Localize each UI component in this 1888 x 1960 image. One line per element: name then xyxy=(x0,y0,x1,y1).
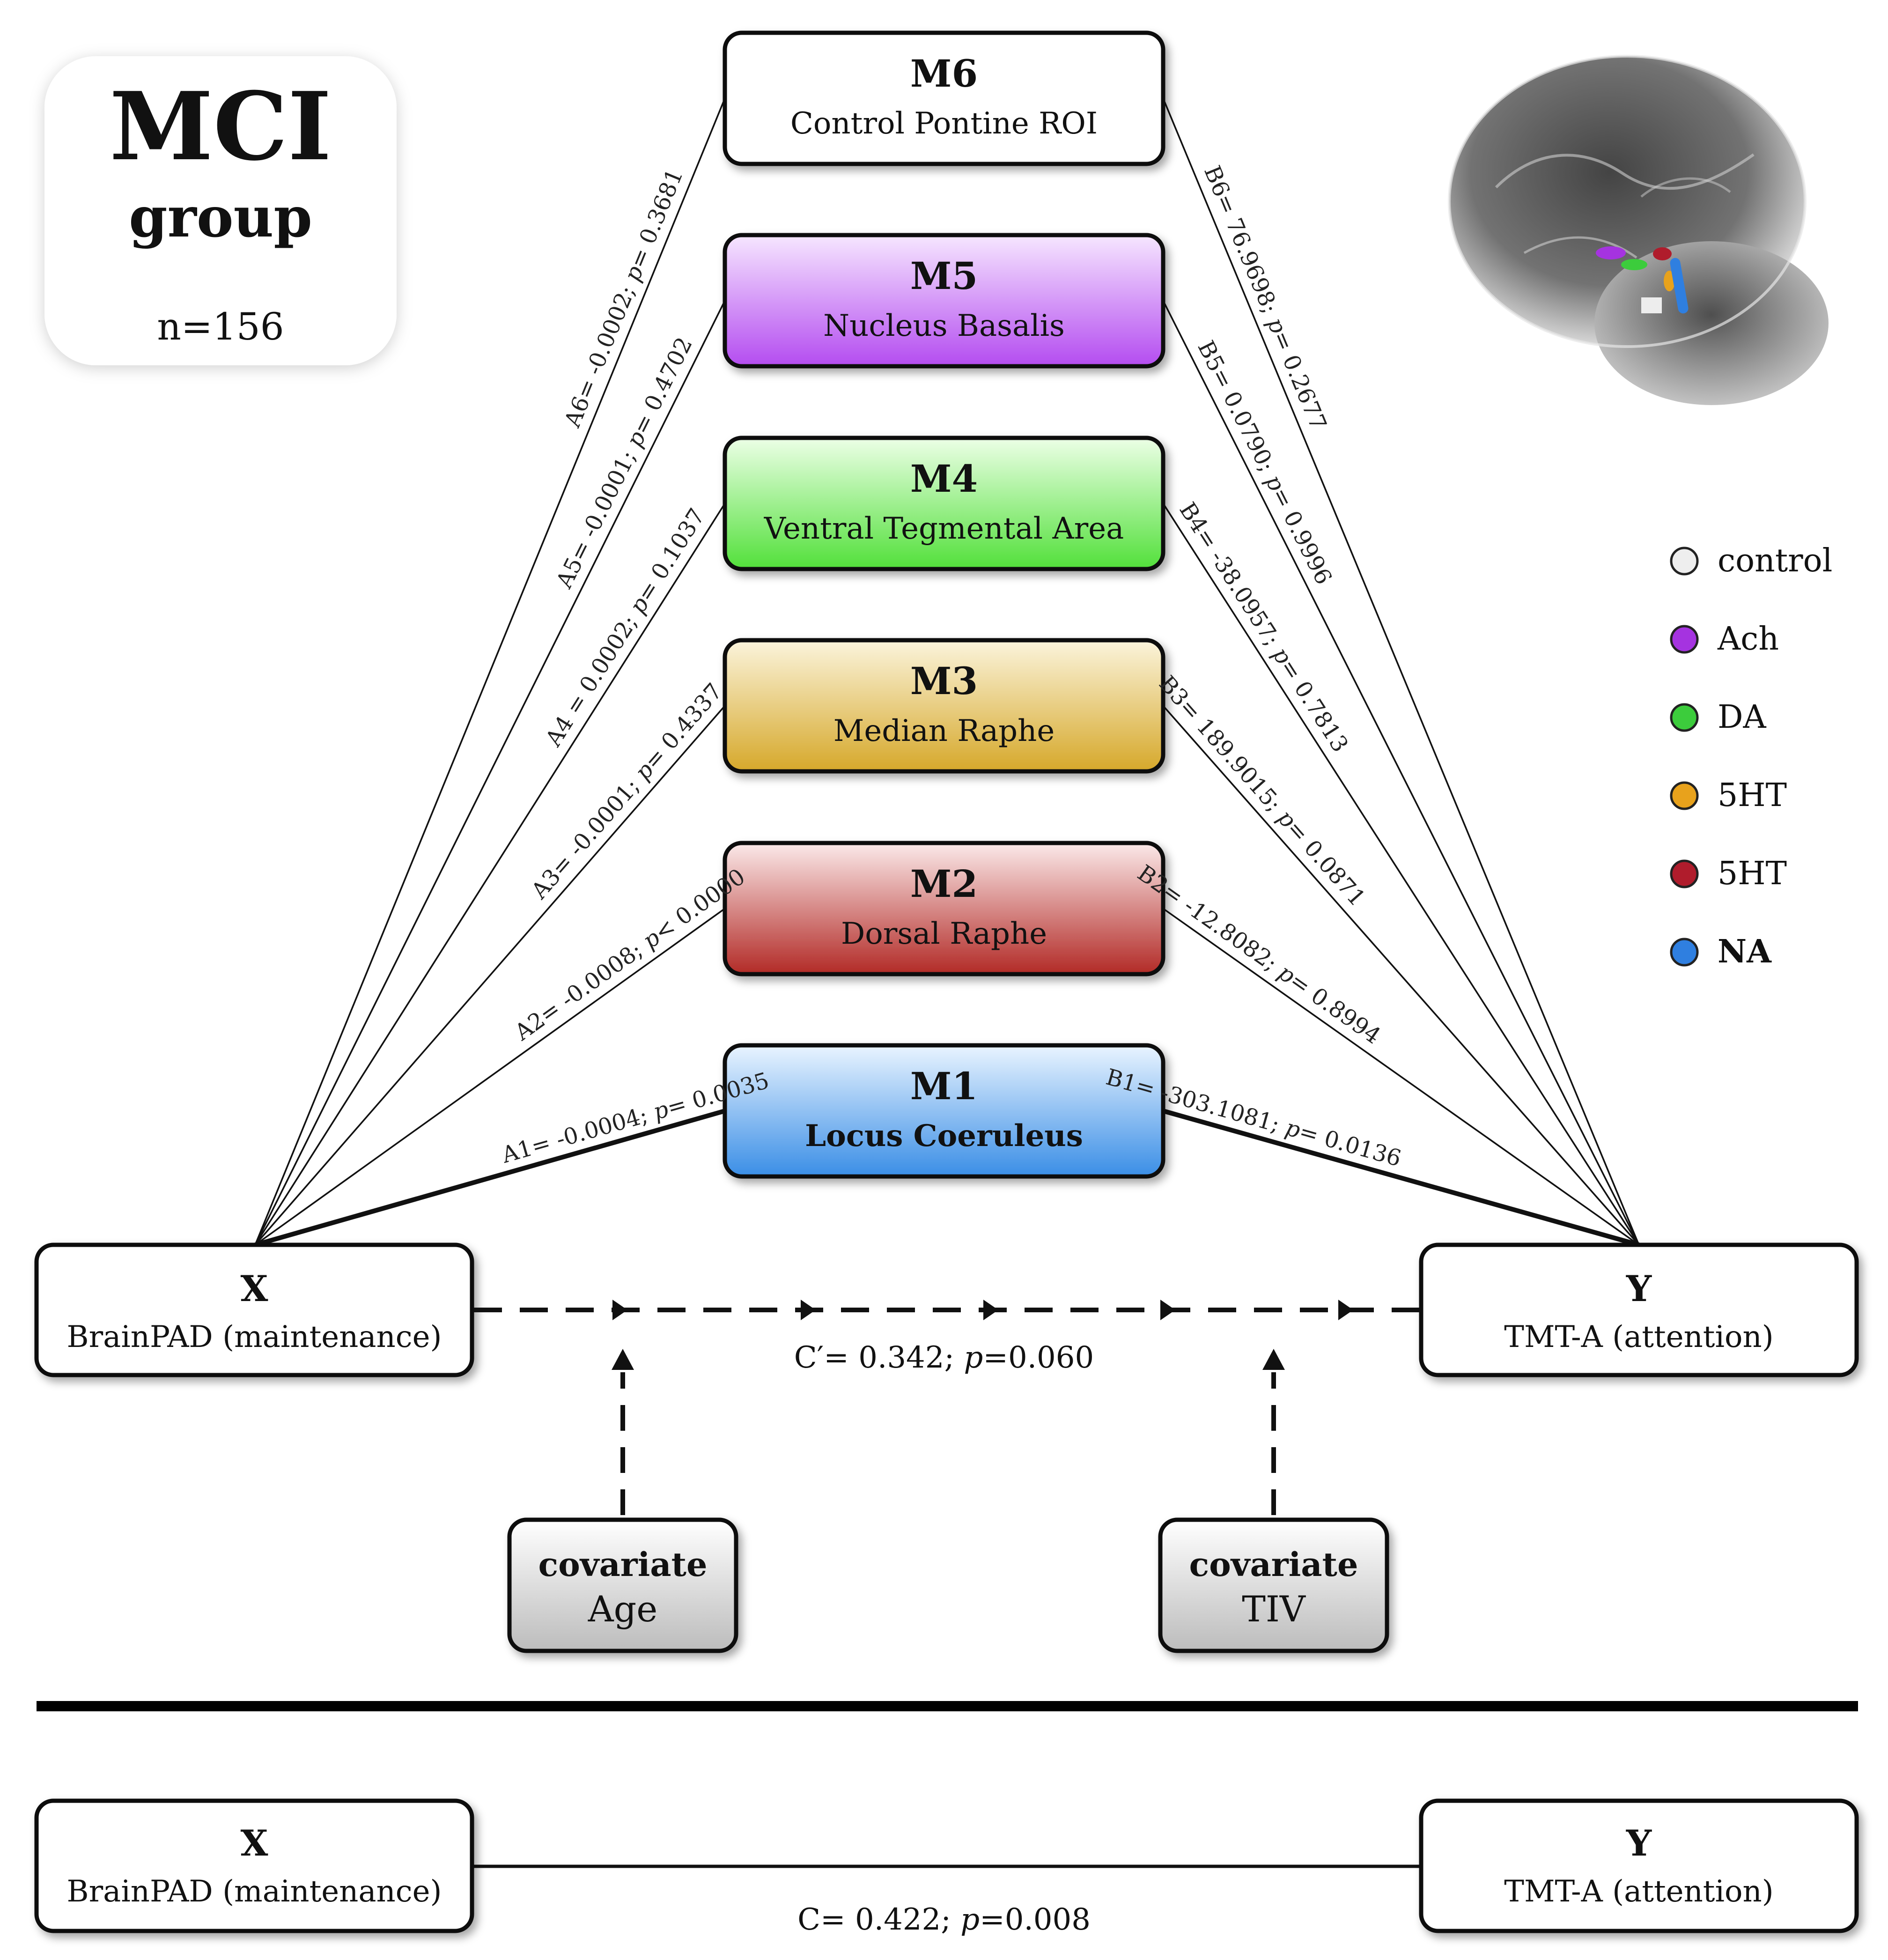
legend-item: 5HT xyxy=(1670,777,1787,814)
y-label: Y xyxy=(1626,1268,1652,1309)
mediator-id-m3: M3 xyxy=(910,659,978,703)
total-y-box xyxy=(1419,1798,1859,1933)
legend-item: 5HT xyxy=(1670,855,1787,892)
brain-control-region xyxy=(1641,297,1662,313)
total-y-name: TMT-A (attention) xyxy=(1504,1874,1773,1909)
legend-item: NA xyxy=(1670,933,1772,970)
direct-effect-label: C′= 0.342; p=0.060 xyxy=(794,1340,1094,1375)
y-node: Y TMT-A (attention) xyxy=(1419,1243,1859,1377)
legend-label: 5HT xyxy=(1718,855,1787,892)
total-x-name: BrainPAD (maintenance) xyxy=(67,1874,442,1909)
legend-swatch xyxy=(1670,547,1699,576)
mediator-id-m1: M1 xyxy=(910,1064,978,1108)
brain-da-region xyxy=(1621,259,1647,270)
group-badge: MCI group n=156 xyxy=(44,56,397,365)
mediator-id-m2: M2 xyxy=(910,862,978,906)
brain-na-region xyxy=(1670,258,1689,314)
brain-5ht-dorsal-region xyxy=(1653,247,1672,260)
group-badge-box xyxy=(44,56,397,365)
legend-label: DA xyxy=(1718,699,1767,736)
a-path-line-m4 xyxy=(254,503,726,1245)
covariate-tiv-title: covariate xyxy=(1189,1545,1358,1584)
x-label: X xyxy=(241,1268,268,1309)
brain-ach-region xyxy=(1596,246,1626,259)
mediator-box-m6 xyxy=(723,30,1165,166)
mediator-name-m3: Median Raphe xyxy=(833,714,1055,748)
legend-label: 5HT xyxy=(1718,777,1787,814)
mediator-box-m2 xyxy=(723,841,1165,976)
covariate-age-title: covariate xyxy=(538,1545,707,1584)
x-node: X BrainPAD (maintenance) xyxy=(34,1243,474,1377)
b-path-line-m3 xyxy=(1162,705,1640,1246)
mediator-id-m5: M5 xyxy=(910,254,978,298)
mediator-box-m4 xyxy=(723,436,1165,571)
mediator-name-m4: Ventral Tegmental Area xyxy=(764,511,1124,546)
legend-swatch xyxy=(1670,859,1699,888)
a-path-line-m2 xyxy=(254,908,726,1246)
total-effect-model: X BrainPAD (maintenance) Y TMT-A (attent… xyxy=(34,1798,1859,1937)
legend-swatch xyxy=(1670,625,1699,654)
legend-swatch xyxy=(1670,781,1699,810)
covariate-tiv-box: covariate TIV xyxy=(1158,1517,1389,1653)
mediator-name-m2: Dorsal Raphe xyxy=(841,917,1047,951)
group-subtitle: group xyxy=(129,185,312,250)
mediator-name-m1: Locus Coeruleus xyxy=(805,1118,1083,1154)
b-path-line-m1 xyxy=(1162,1109,1640,1247)
mediator-box-m1 xyxy=(723,1043,1165,1179)
b-path-label-m3: B3= 189.9015; p= 0.0871 xyxy=(1154,671,1371,911)
mediator-id-m4: M4 xyxy=(910,457,978,501)
total-y-label: Y xyxy=(1626,1822,1652,1864)
covariate-tiv-name: TIV xyxy=(1242,1588,1306,1630)
brain-image xyxy=(1448,55,1829,405)
legend-label: control xyxy=(1718,542,1832,579)
group-title: MCI xyxy=(110,72,332,182)
path-lines xyxy=(254,98,1640,1247)
mediator-box-m3 xyxy=(723,638,1165,774)
direct-effect-arrow xyxy=(474,1300,1420,1320)
legend-item: Ach xyxy=(1670,621,1779,658)
b-path-line-m5 xyxy=(1162,300,1640,1245)
total-x-box xyxy=(34,1798,474,1933)
covariate-age-box: covariate Age xyxy=(507,1517,738,1653)
b-path-line-m6 xyxy=(1162,98,1640,1245)
b-path-line-m4 xyxy=(1162,503,1640,1245)
brain-5ht-median-region xyxy=(1664,271,1675,291)
legend-swatch xyxy=(1670,703,1699,732)
a-path-line-m3 xyxy=(254,705,726,1246)
covariate-age-name: Age xyxy=(588,1588,658,1630)
mediator-box-m5 xyxy=(723,233,1165,369)
legend-swatch xyxy=(1670,938,1699,967)
covariate-tiv-arrow xyxy=(1262,1349,1285,1515)
b-path-line-m2 xyxy=(1162,908,1640,1246)
total-x-label: X xyxy=(241,1822,268,1864)
legend-label: NA xyxy=(1718,933,1772,970)
mediator-id-m6: M6 xyxy=(910,52,978,96)
y-name: TMT-A (attention) xyxy=(1504,1320,1773,1354)
a-path-line-m5 xyxy=(254,300,726,1245)
legend-label: Ach xyxy=(1717,621,1779,658)
group-n: n=156 xyxy=(157,305,284,348)
mediator-name-m6: Control Pontine ROI xyxy=(790,106,1098,141)
mediator-name-m5: Nucleus Basalis xyxy=(823,309,1065,343)
a-path-line-m6 xyxy=(254,98,726,1245)
legend-item: DA xyxy=(1670,699,1767,736)
a-path-line-m1 xyxy=(254,1109,726,1247)
covariate-age-arrow xyxy=(612,1349,634,1515)
legend-item: control xyxy=(1670,542,1832,579)
brain-cerebellum xyxy=(1594,241,1829,405)
x-name: BrainPAD (maintenance) xyxy=(67,1320,442,1354)
total-effect-label: C= 0.422; p=0.008 xyxy=(797,1902,1091,1937)
